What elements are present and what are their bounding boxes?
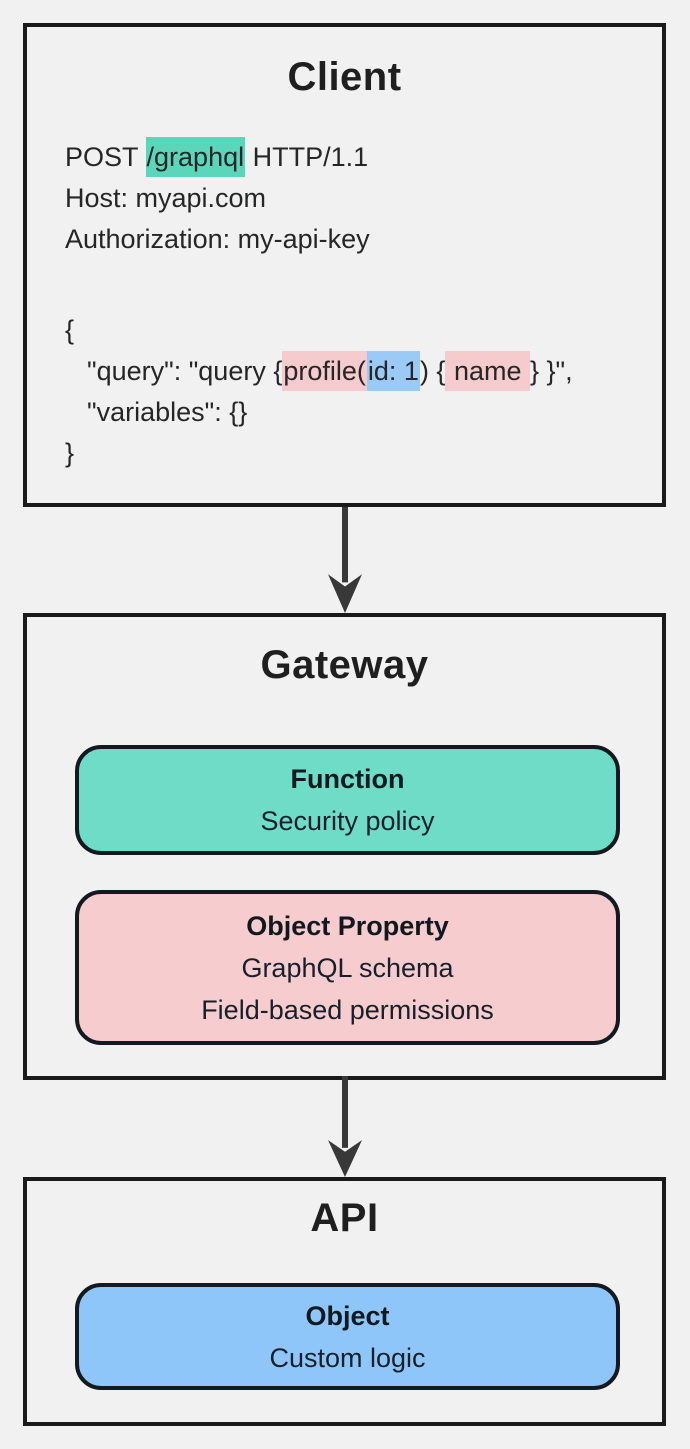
code-text: }	[65, 438, 75, 468]
blue-highlight: id: 1	[366, 351, 420, 391]
arrow-gateway-to-api-icon	[328, 1075, 362, 1177]
code-text: "variables": {}	[87, 397, 248, 427]
client-title: Client	[287, 55, 402, 99]
code-line: }	[65, 433, 642, 474]
gateway-title: Gateway	[260, 643, 429, 687]
pink-highlight: profile(	[282, 351, 367, 391]
code-text: "query": "query {	[87, 356, 283, 386]
object-property-card-line: GraphQL schema	[241, 952, 454, 983]
object-card: Object Custom logic	[75, 1283, 620, 1390]
code-line: {	[65, 310, 642, 351]
code-text: POST	[65, 142, 146, 172]
code-line: POST /graphql HTTP/1.1	[65, 137, 642, 178]
object-card-line: Custom logic	[269, 1342, 426, 1373]
code-text: } }",	[530, 356, 573, 386]
object-property-card: Object Property GraphQL schema Field-bas…	[75, 890, 620, 1045]
function-card-title: Function	[290, 764, 405, 794]
code-text: ) {	[419, 356, 446, 386]
function-card-line: Security policy	[260, 806, 435, 836]
arrow-client-to-gateway-icon	[328, 507, 362, 613]
code-line: "variables": {}	[65, 392, 642, 433]
object-property-card-line: Field-based permissions	[201, 994, 494, 1025]
code-line: Authorization: my-api-key	[65, 219, 642, 260]
code-text: HTTP/1.1	[245, 142, 369, 172]
api-box: API Object Custom logic	[23, 1177, 666, 1426]
teal-highlight: /graphql	[145, 137, 246, 177]
function-card: Function Security policy	[75, 745, 620, 855]
object-card-title: Object	[305, 1300, 390, 1331]
pink-highlight: name	[445, 351, 530, 391]
code-text: Authorization: my-api-key	[65, 224, 370, 254]
code-line: Host: myapi.com	[65, 178, 642, 219]
gateway-box: Gateway Function Security policy Object …	[23, 613, 666, 1080]
code-text: {	[65, 315, 75, 345]
object-property-card-title: Object Property	[246, 910, 449, 941]
code-line: "query": "query {profile(id: 1) { name }…	[65, 351, 642, 392]
api-title: API	[310, 1196, 379, 1240]
code-text: Host: myapi.com	[65, 183, 267, 213]
request-body-block: { "query": "query {profile(id: 1) { name …	[65, 310, 642, 474]
